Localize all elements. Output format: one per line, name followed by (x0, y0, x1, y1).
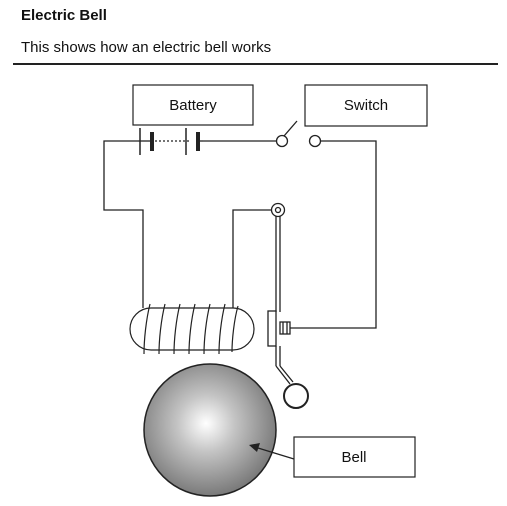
wire-battery-to-coil (103, 140, 144, 308)
bell-pointer-arrow (249, 443, 295, 460)
battery-icon (139, 128, 200, 155)
battery-label: Battery (169, 97, 217, 114)
switch-label-box: Switch (304, 84, 428, 127)
armature-contact-icon (267, 310, 291, 347)
bell-gong-icon (143, 363, 277, 497)
bell-label-box: Bell (293, 436, 416, 478)
armature-arm (275, 216, 294, 385)
circuit-wires (103, 140, 377, 329)
switch-label: Switch (344, 97, 388, 114)
battery-label-box: Battery (132, 84, 254, 126)
header-divider (13, 63, 498, 65)
contact-post-icon (270, 202, 286, 218)
bell-label: Bell (341, 449, 366, 466)
wire-switch-to-armature (290, 140, 377, 329)
page-subtitle: This shows how an electric bell works (21, 39, 272, 56)
switch-icon (275, 120, 322, 148)
wire-coil-to-contact (232, 209, 272, 308)
electromagnet-coil (129, 303, 255, 355)
page-title: Electric Bell (21, 7, 107, 24)
hammer-icon (283, 383, 309, 409)
